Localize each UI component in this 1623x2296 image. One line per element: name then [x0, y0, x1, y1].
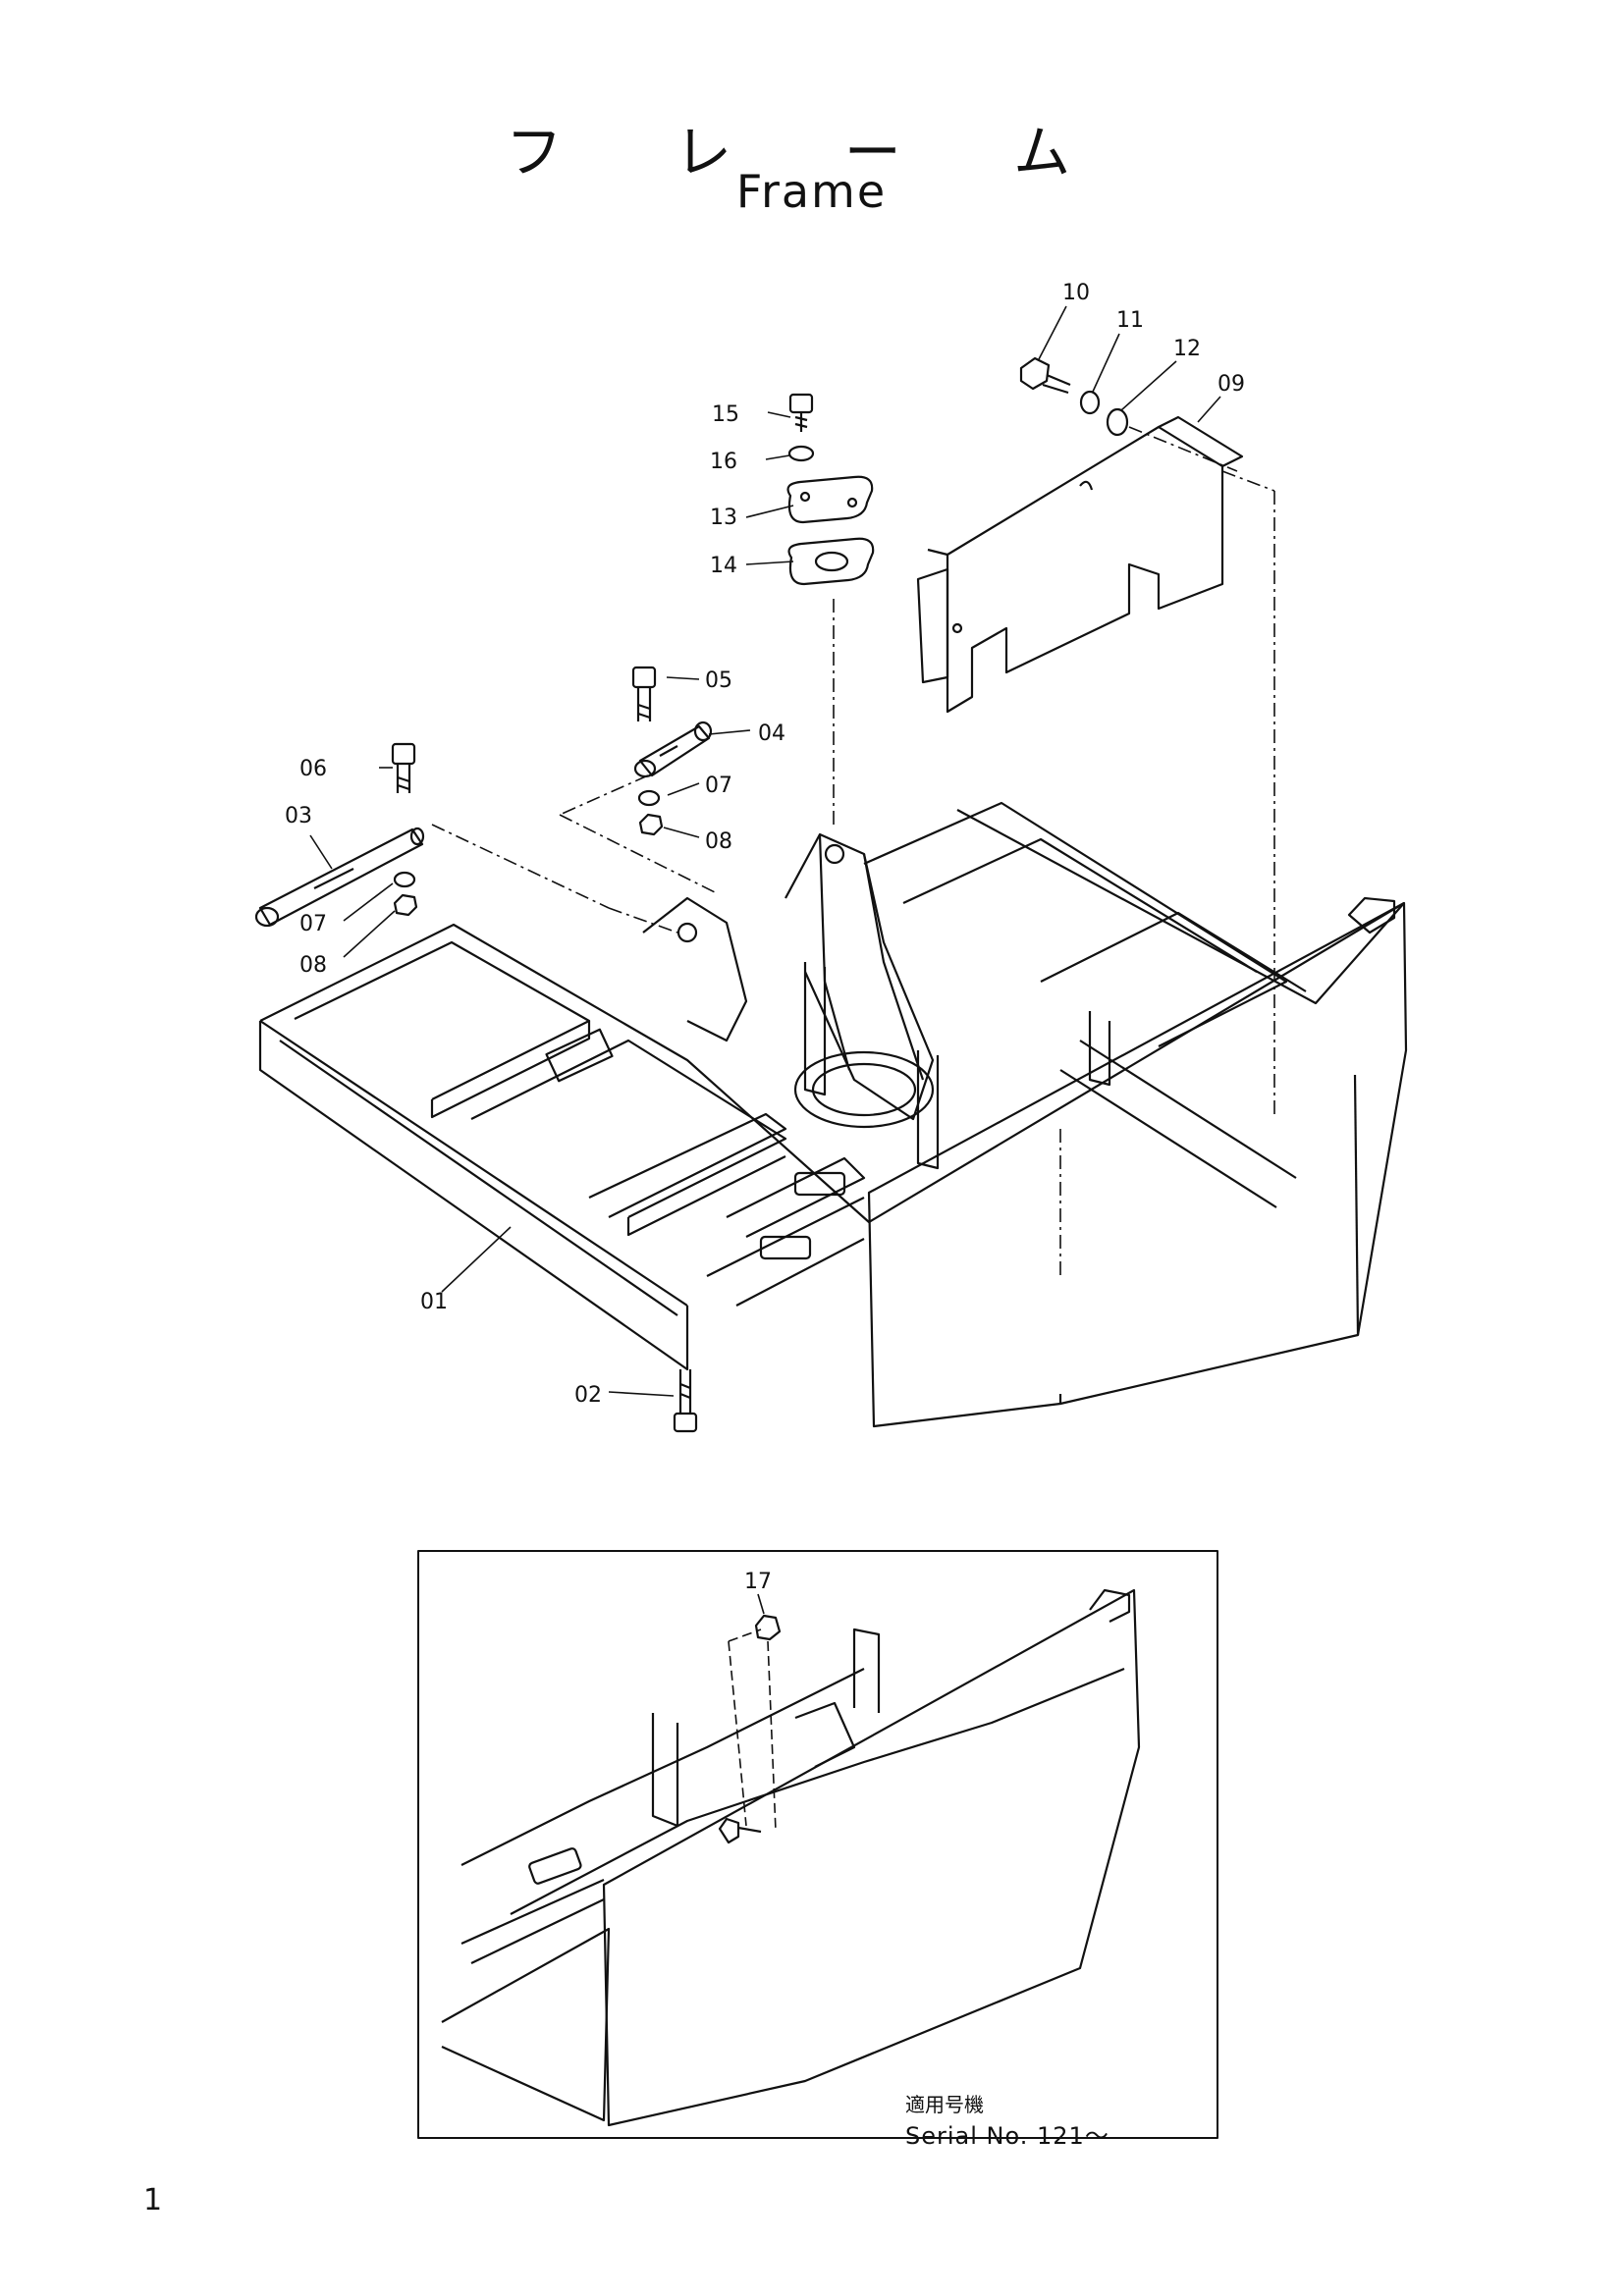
callout-06: 06 [299, 757, 327, 781]
callout-17: 17 [744, 1570, 772, 1594]
bolt-06 [391, 742, 416, 793]
callout-07-lower: 07 [299, 912, 327, 936]
callout-03: 03 [285, 804, 312, 828]
callout-02: 02 [574, 1383, 602, 1408]
washer-16 [787, 445, 815, 462]
nut-08-lower [393, 893, 418, 917]
gasket-14 [787, 537, 875, 586]
bolt-02 [673, 1369, 698, 1433]
callout-13: 13 [710, 506, 737, 530]
callout-15: 15 [712, 402, 739, 427]
callout-09: 09 [1217, 372, 1245, 397]
page-number: 1 [143, 2183, 163, 2217]
callout-11: 11 [1116, 308, 1144, 333]
inset-applicable-label: 適用号機 [905, 2093, 984, 2116]
callout-08-upper: 08 [705, 829, 732, 854]
washer-07-lower [393, 871, 416, 888]
callout-12: 12 [1173, 337, 1201, 361]
callout-01: 01 [420, 1290, 448, 1314]
lock-washer-11 [1079, 390, 1101, 415]
page-title-jp: フ レ ー ム [505, 119, 1118, 186]
bolt-10 [1019, 356, 1071, 395]
nut-08-upper [638, 813, 664, 836]
callout-14: 14 [710, 554, 737, 578]
callout-16: 16 [710, 450, 737, 474]
callout-07-upper: 07 [705, 774, 732, 798]
callout-08-lower: 08 [299, 953, 327, 978]
inset-frame-view [441, 1588, 1141, 2127]
pin-03 [254, 827, 425, 928]
callout-05: 05 [705, 668, 732, 693]
cover-plate-13 [786, 475, 874, 524]
page-title-en: Frame [735, 165, 888, 218]
washer-07-upper [637, 789, 661, 807]
bolt-05 [631, 666, 657, 721]
callout-04: 04 [758, 721, 785, 746]
callout-10: 10 [1062, 281, 1090, 305]
counterweight [916, 415, 1244, 714]
nut-17 [754, 1614, 782, 1641]
inset-serial-label: Serial No. 121～ [905, 2122, 1109, 2150]
pin-04 [633, 721, 713, 778]
washer-12 [1106, 407, 1129, 437]
bolt-15 [788, 393, 814, 432]
frame-body [258, 801, 1408, 1428]
